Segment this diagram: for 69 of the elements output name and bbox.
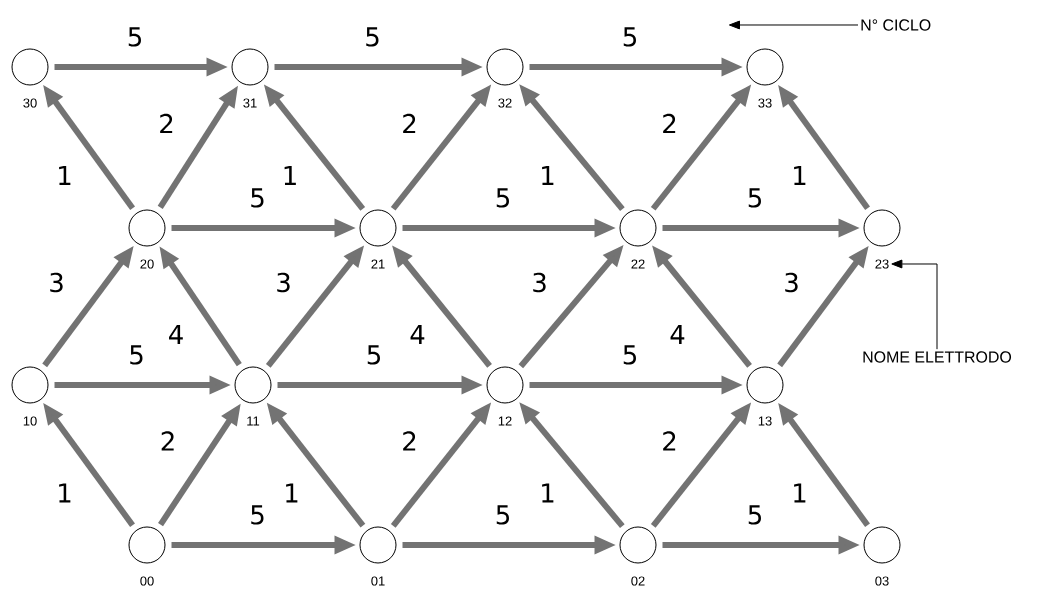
node-label: 33 (758, 98, 772, 108)
edge-label: 2 (663, 431, 676, 451)
electrode-node: 20 (128, 209, 166, 269)
electrode-node: 00 (128, 526, 166, 586)
node-label: 30 (23, 98, 37, 108)
electrode-node: 03 (863, 526, 901, 586)
edge-label: 2 (663, 113, 676, 134)
edge-label: 1 (542, 166, 554, 185)
edge-label: 3 (50, 272, 63, 293)
edge-label: 4 (169, 325, 183, 344)
edge-label: 2 (403, 113, 416, 134)
edge-label: 5 (623, 27, 636, 47)
electrode-node: 13 (746, 366, 784, 426)
electrode-node: 31 (231, 48, 269, 108)
edge-label: 1 (59, 166, 71, 185)
node-label: 22 (631, 259, 645, 269)
edge-label: 5 (623, 345, 636, 365)
node-label: 31 (243, 98, 257, 108)
edge-label: 1 (59, 483, 71, 503)
edge-label: 4 (670, 325, 685, 344)
edge-label: 5 (130, 345, 143, 365)
node-label: 10 (23, 416, 37, 426)
edge-label: 5 (496, 505, 509, 525)
edge-label: 5 (496, 188, 509, 208)
node-label: 20 (140, 259, 154, 269)
callout-text: N° CICLO (861, 19, 931, 31)
leader-line (728, 20, 859, 30)
edge-label: 5 (366, 27, 379, 47)
edge-label: 5 (128, 27, 141, 47)
edge-label: 4 (410, 325, 425, 344)
edge-label: 5 (251, 505, 264, 525)
edge-label: 1 (284, 166, 296, 185)
edge-label: 3 (533, 272, 546, 293)
edge-label: 3 (785, 272, 798, 293)
electrode-node: 30 (11, 48, 49, 108)
node-label: 21 (371, 259, 385, 269)
electrode-node: 01 (359, 526, 397, 586)
node-label: 03 (875, 576, 889, 586)
node-label: 23 (875, 259, 889, 269)
electrode-node: 12 (486, 366, 524, 426)
node-label: 32 (498, 98, 512, 108)
electrode-node: 33 (746, 48, 784, 108)
edge-label: 5 (748, 188, 761, 208)
electrode-node: 32 (486, 48, 524, 108)
electrode-node: 21 (359, 209, 397, 269)
edge-label: 1 (286, 483, 298, 503)
edge-label: 1 (794, 166, 806, 185)
electrode-node: 23 (863, 209, 901, 269)
edge-label: 2 (403, 431, 416, 451)
edge-label: 2 (160, 113, 173, 134)
edge-label: 5 (251, 188, 264, 208)
callout-text: NOME ELETTRODO (863, 351, 1012, 363)
node-label: 13 (758, 416, 772, 426)
node-label: 00 (140, 576, 154, 586)
electrode-node: 02 (619, 526, 657, 586)
node-label: 02 (631, 576, 645, 586)
edge-label: 5 (367, 345, 380, 365)
electrode-node: 10 (11, 366, 49, 426)
node-label: 12 (498, 416, 512, 426)
electrode-node: 22 (619, 209, 657, 269)
node-label: 01 (371, 576, 385, 586)
edge-label: 1 (542, 483, 554, 503)
edge-label: 1 (794, 483, 806, 503)
edge-label: 2 (161, 431, 174, 451)
electrode-node: 11 (234, 366, 272, 426)
edge-label: 3 (277, 272, 290, 293)
edge-label: 5 (748, 505, 761, 525)
leader-line (891, 259, 938, 350)
node-label: 11 (247, 416, 260, 426)
